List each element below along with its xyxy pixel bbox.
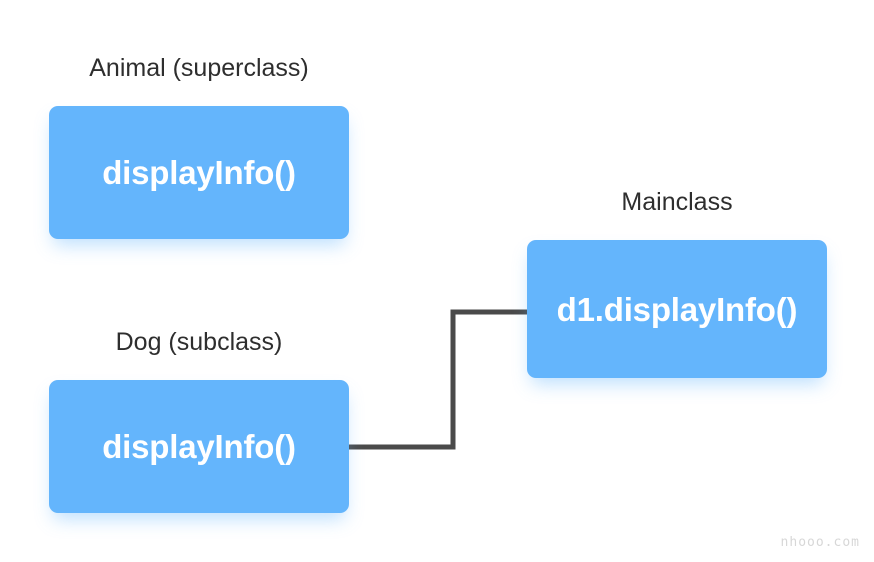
class-box-text-mainclass: d1.displayInfo() bbox=[556, 290, 798, 328]
class-box-animal[interactable]: displayInfo() bbox=[49, 106, 349, 239]
class-label-dog: Dog (subclass) bbox=[115, 328, 283, 356]
class-label-animal: Animal (superclass) bbox=[89, 54, 309, 82]
class-box-dog[interactable]: displayInfo() bbox=[49, 380, 349, 513]
watermark: nhooo.com bbox=[780, 535, 860, 550]
class-box-text-animal: displayInfo() bbox=[102, 154, 296, 191]
connector-line bbox=[337, 309, 527, 450]
class-box-mainclass[interactable]: d1.displayInfo() bbox=[527, 240, 827, 378]
class-box-text-dog: displayInfo() bbox=[102, 428, 296, 465]
class-label-mainclass: Mainclass bbox=[621, 188, 733, 216]
